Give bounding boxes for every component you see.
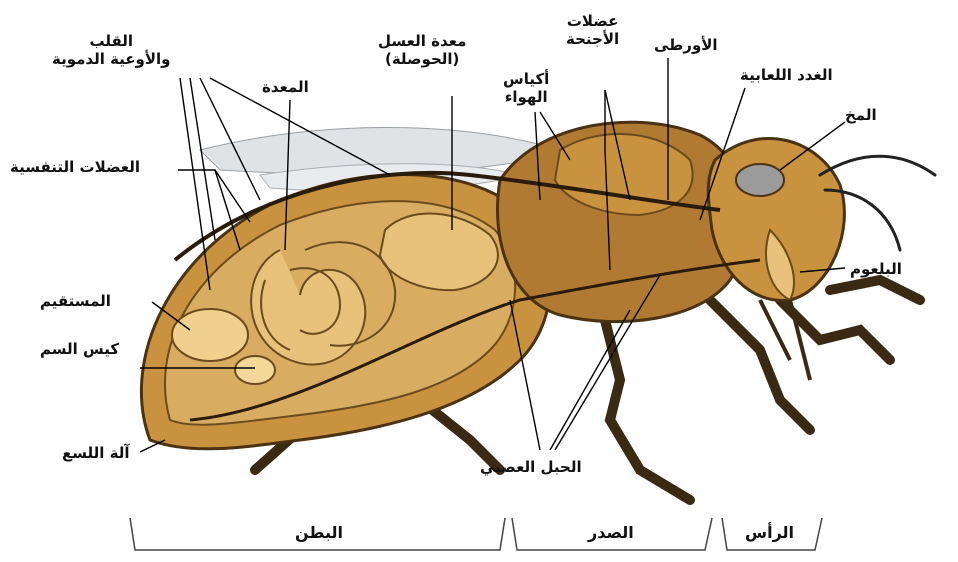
label-head: الرأس [745,524,794,542]
rectum-shape [172,309,248,361]
label-honey-stomach-line2: (الحوصلة) [378,50,466,68]
label-thorax: الصدر [588,524,634,542]
label-aorta: الأورطى [654,36,718,54]
section-brackets [130,518,822,550]
label-rectum: المستقيم [40,292,111,310]
label-air-sacs: أكياس الهواء [503,70,549,106]
label-respiratory-muscles: العضلات التنفسية [10,158,140,176]
label-honey-stomach: معدة العسل (الحوصلة) [378,32,466,68]
label-brain: المخ [845,106,877,124]
label-stomach: المعدة [262,78,309,96]
label-salivary-glands: الغدد اللعابية [740,66,833,84]
label-wing-muscles-line2: الأجنحة [566,30,619,48]
label-abdomen: البطن [295,524,343,542]
label-air-sacs-line2: الهواء [503,88,549,106]
label-pharynx: البلعوم [850,260,902,278]
label-wing-muscles-line1: عضلات [566,12,619,30]
label-heart: القلب والأوعية الدموية [52,32,171,68]
label-honey-stomach-line1: معدة العسل [378,32,466,50]
label-air-sacs-line1: أكياس [503,70,549,88]
label-heart-line2: والأوعية الدموية [52,50,171,68]
brain-shape [736,164,784,196]
label-nerve-cord: الحبل العصبي [480,458,582,476]
label-wing-muscles: عضلات الأجنحة [566,12,619,48]
label-stinger: آلة اللسع [62,444,130,462]
label-heart-line1: القلب [52,32,171,50]
label-venom-sac: كيس السم [40,340,119,358]
venom-sac-shape [235,356,275,384]
